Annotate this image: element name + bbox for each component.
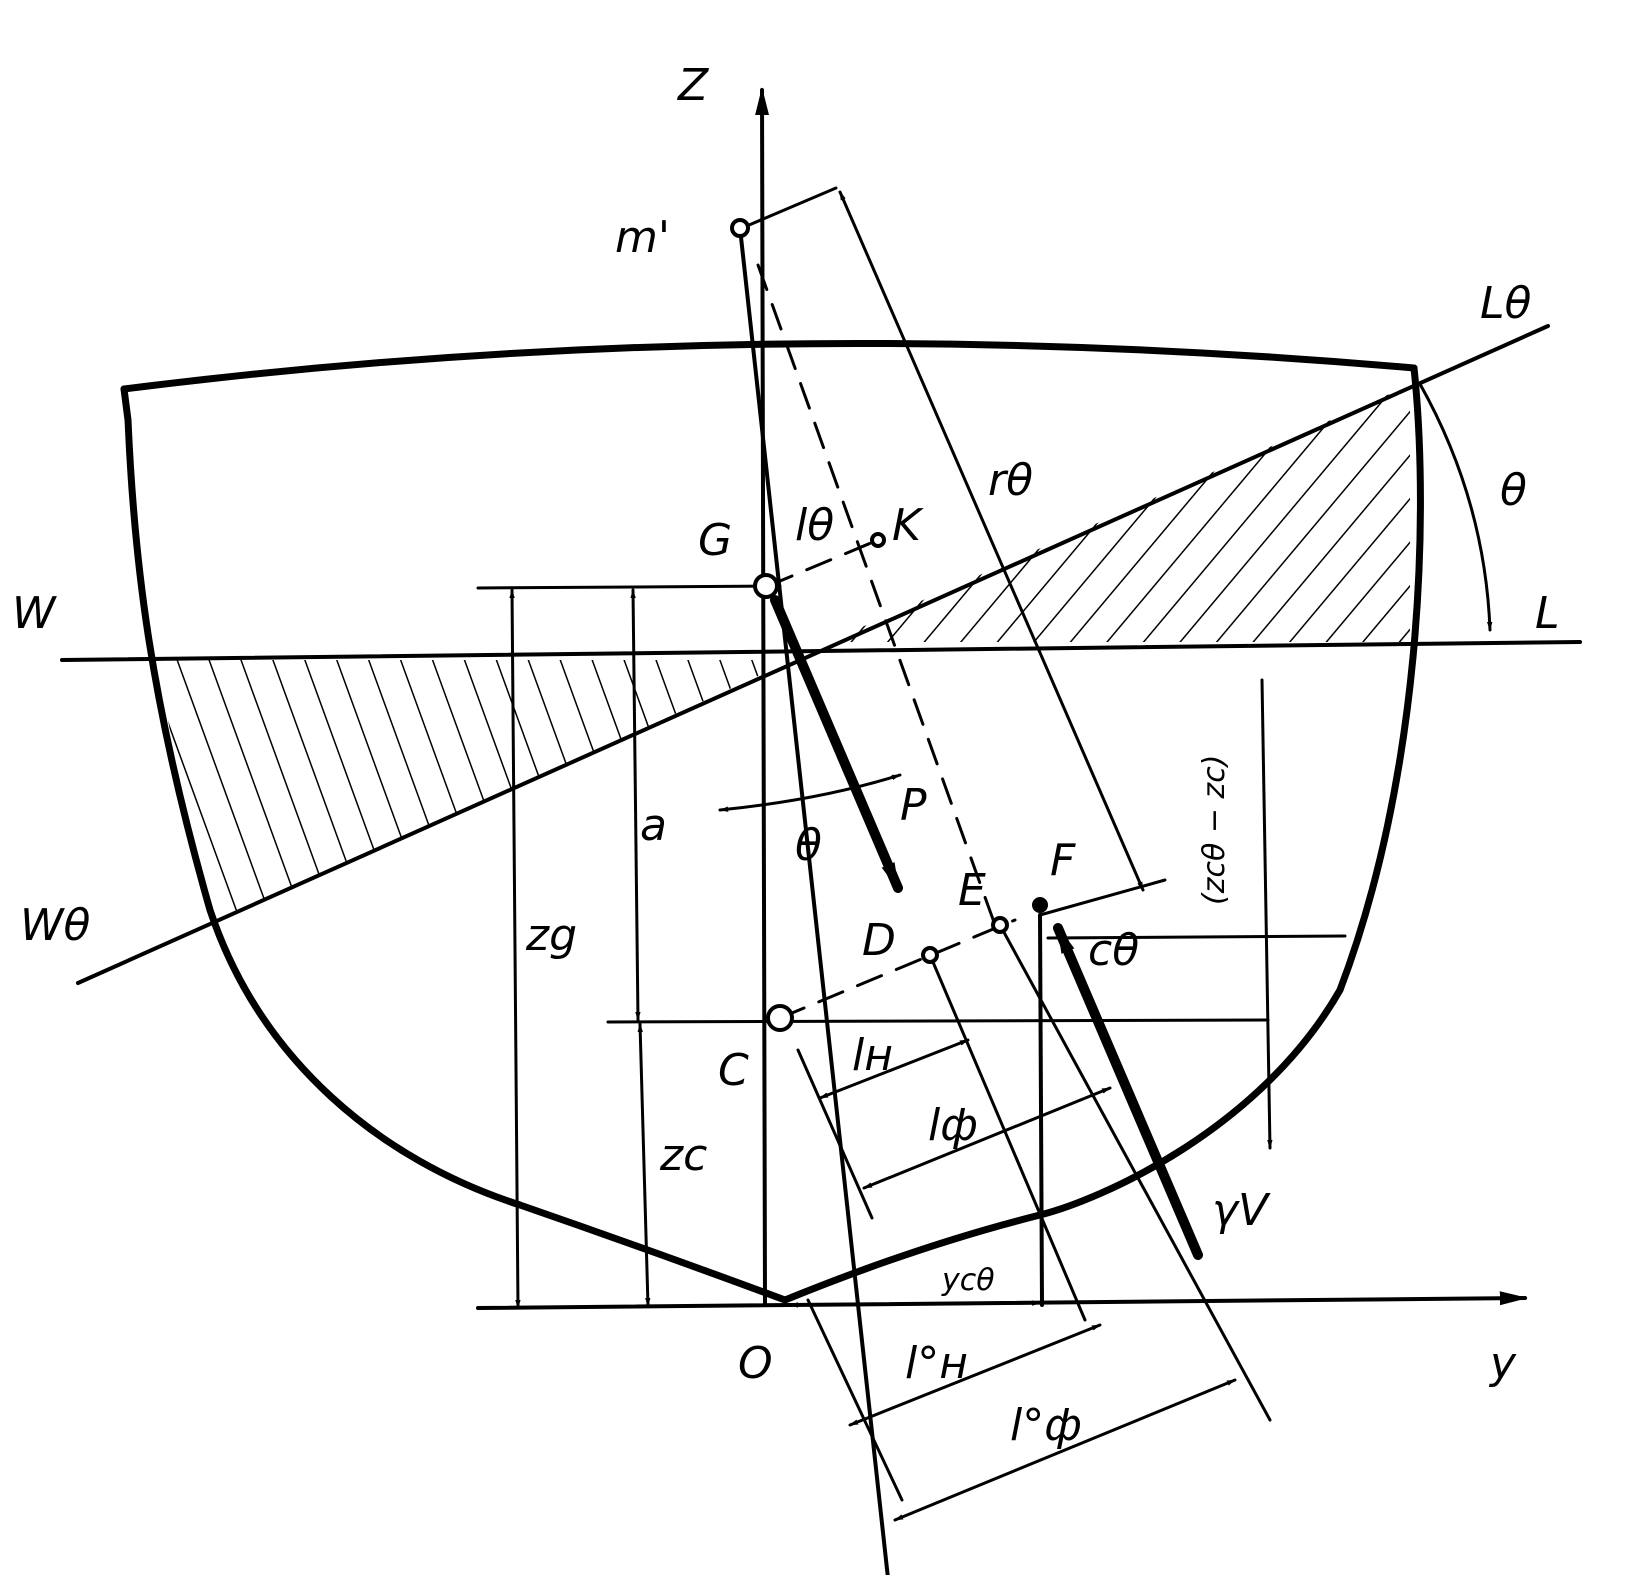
waterline-inclined [76, 324, 1550, 985]
label-theta-center: θ [795, 820, 822, 871]
label-L-theta: Lθ [1480, 278, 1532, 329]
force-gamma-V [1053, 923, 1203, 1260]
label-l-f: lф [928, 1100, 978, 1151]
point-D [921, 946, 939, 964]
point-C [766, 1004, 794, 1032]
label-zc-diff: (zcθ − zc) [1197, 755, 1232, 905]
arc-theta-center [718, 773, 902, 812]
label-l0-f: l°ф [1010, 1400, 1082, 1451]
line-C-down-1 [796, 1048, 874, 1220]
hull-deck [120, 339, 1418, 393]
label-O: O [738, 1338, 773, 1389]
dim-r-theta [838, 190, 1145, 892]
label-D: D [862, 915, 896, 966]
hull-right-side [781, 364, 1424, 1304]
label-L: L [1535, 588, 1560, 639]
top-connector [740, 186, 838, 230]
label-F: F [1050, 835, 1076, 886]
dim-zc [637, 1022, 651, 1308]
label-W-theta: Wθ [20, 900, 91, 951]
line-F-level [1046, 934, 1347, 940]
label-y: y [1488, 1338, 1517, 1389]
dashed-C-D-E [778, 918, 1017, 1020]
label-l-n: lн [852, 1030, 893, 1081]
label-K: K [892, 500, 924, 551]
dim-l-f [862, 1086, 1112, 1190]
point-m-prime [730, 218, 750, 238]
dim-a [630, 588, 641, 1022]
label-l0-n: l°н [905, 1338, 968, 1389]
z-axis [755, 87, 770, 1307]
dim-l-n [818, 1038, 970, 1100]
label-G: G [698, 515, 732, 566]
label-C: C [718, 1045, 749, 1096]
label-c-theta: cθ [1088, 925, 1139, 976]
label-gamma-V: γV [1212, 1185, 1271, 1236]
immersed-wedge-left [160, 660, 780, 924]
dim-l0-f [893, 1378, 1237, 1522]
label-theta-right: θ [1500, 465, 1527, 516]
line-C-down-2 [806, 1298, 904, 1502]
label-P: P [900, 780, 927, 831]
point-E [991, 916, 1009, 934]
line-E-down [998, 923, 1272, 1422]
hull-left-side [120, 385, 789, 1304]
label-yc-theta: ycθ [941, 1263, 995, 1298]
label-zc: zc [659, 1130, 707, 1181]
line-F-to-c-theta [1038, 878, 1167, 917]
label-W: W [12, 588, 57, 639]
point-F [1032, 897, 1048, 913]
dim-l0-n [848, 1323, 1102, 1427]
line-Zg-level [476, 584, 782, 590]
label-E: E [958, 865, 986, 916]
point-K [870, 532, 886, 548]
label-zg: zg [525, 910, 577, 961]
label-r-theta: rθ [988, 455, 1033, 506]
force-P [770, 595, 903, 893]
line-C-level [606, 1018, 1270, 1024]
arc-theta-right [1418, 382, 1493, 632]
dim-zc-diff [1260, 678, 1273, 1150]
label-a: a [640, 800, 667, 851]
label-Z: Z [677, 60, 709, 111]
vertical-F [1038, 913, 1044, 1307]
dim-zg [509, 588, 521, 1310]
point-G [753, 573, 779, 599]
label-l-theta: lθ [795, 500, 834, 551]
label-m-prime: m' [615, 212, 670, 263]
dim-yc-theta [788, 1300, 1042, 1308]
